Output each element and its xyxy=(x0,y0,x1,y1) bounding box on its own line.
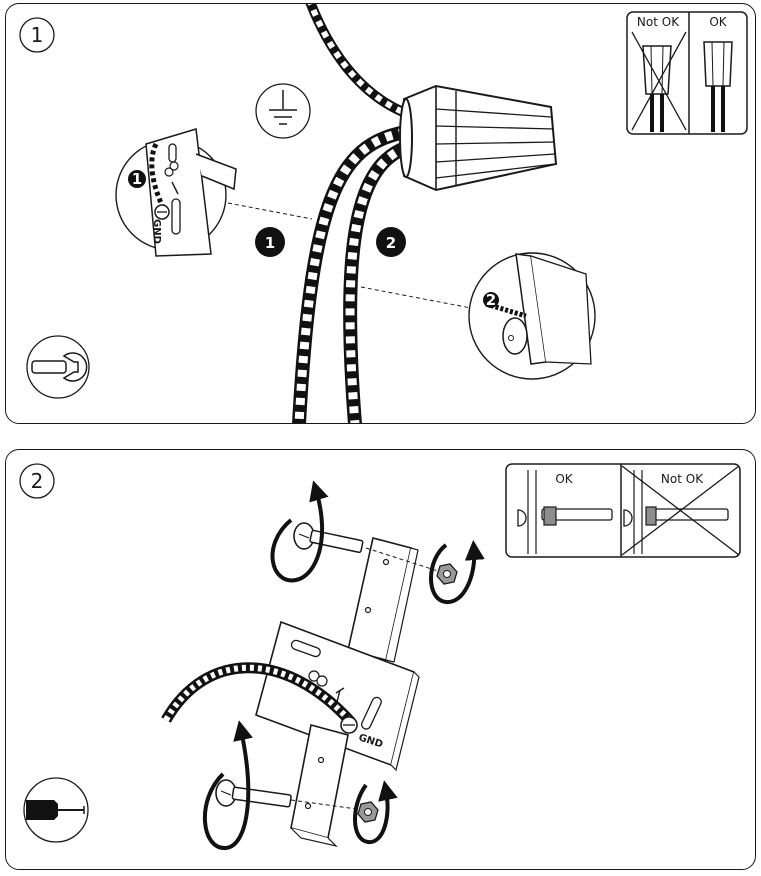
fixture-wire-2 xyxy=(343,140,411,423)
wrench-icon xyxy=(26,335,90,399)
step-number-text: 1 xyxy=(31,23,44,47)
lower-bracket xyxy=(290,724,349,848)
wire-nut-icon xyxy=(399,84,558,192)
wire-nut-comparison-inset: Not OK OK xyxy=(626,11,748,135)
wire-2-detail: 2 xyxy=(468,252,596,380)
upper-nut xyxy=(436,563,458,585)
bolt-comparison-inset: OK Not OK xyxy=(505,463,741,558)
svg-text:1: 1 xyxy=(265,234,275,252)
detail-callout-1: 1 xyxy=(132,170,142,188)
step-1-panel: 1 xyxy=(5,3,756,424)
lower-nut xyxy=(357,801,379,823)
upper-bolt xyxy=(293,522,364,554)
mounting-plate xyxy=(255,620,420,772)
screwdriver-icon xyxy=(23,777,89,843)
step-number-1: 1 xyxy=(19,17,55,53)
step-2-illustration: 2 GND xyxy=(19,463,741,850)
lower-assembly-line xyxy=(290,799,365,811)
supply-wire xyxy=(305,4,410,119)
inset-not-ok-label: Not OK xyxy=(637,15,680,29)
step-number-2: 2 xyxy=(19,463,55,499)
fixture-wire-1 xyxy=(292,125,408,423)
lower-bolt xyxy=(215,779,292,808)
leader-line-1 xyxy=(227,202,313,220)
ground-wire xyxy=(161,662,356,726)
leader-line-2 xyxy=(360,286,472,309)
detail-callout-2: 2 xyxy=(486,291,496,309)
wire-label-1: 1 xyxy=(255,227,285,257)
rotate-arrow-icon xyxy=(202,480,485,850)
upper-bracket xyxy=(347,537,419,663)
step-2-panel: 2 GND xyxy=(5,449,756,870)
inset-ok-label: OK xyxy=(709,15,727,29)
ground-symbol-icon xyxy=(255,83,311,139)
inset-ok-label: OK xyxy=(555,472,573,486)
svg-text:2: 2 xyxy=(386,234,396,252)
ground-screw-detail: GND 1 xyxy=(115,128,237,257)
inset-not-ok-label: Not OK xyxy=(661,472,704,486)
wire-label-2: 2 xyxy=(376,227,406,257)
gnd-label: GND xyxy=(151,219,162,244)
step-number-text: 2 xyxy=(31,469,44,493)
upper-assembly-line xyxy=(365,547,442,573)
step-1-illustration: 1 xyxy=(19,4,748,423)
